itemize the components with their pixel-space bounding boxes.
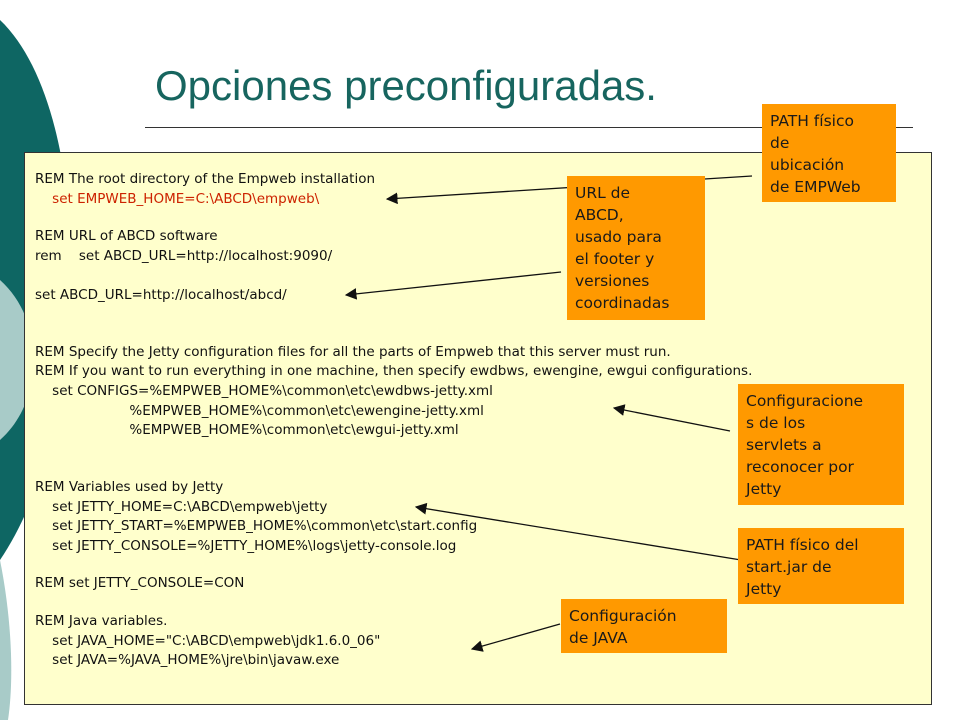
callout-servlets: Configuracione s de los servlets a recon… [738, 384, 904, 505]
config-code-panel: REM The root directory of the Empweb ins… [24, 152, 932, 705]
code-line: set JAVA=%JAVA_HOME%\jre\bin\javaw.exe [35, 652, 340, 668]
callout-path-empweb: PATH físico de ubicación de EMPWeb [762, 104, 896, 202]
code-line: %EMPWEB_HOME%\common\etc\ewgui-jetty.xml [35, 422, 459, 438]
title-divider [145, 127, 913, 128]
callout-path-jetty: PATH físico del start.jar de Jetty [738, 528, 904, 604]
code-line: REM Java variables. [35, 613, 168, 629]
code-line: set EMPWEB_HOME=C:\ABCD\empweb\ [35, 191, 320, 207]
callout-url-abcd: URL de ABCD, usado para el footer y vers… [567, 176, 705, 320]
code-line: set ABCD_URL=http://localhost/abcd/ [35, 287, 287, 303]
code-line: set JAVA_HOME="C:\ABCD\empweb\jdk1.6.0_0… [35, 633, 381, 649]
code-line: set JETTY_CONSOLE=%JETTY_HOME%\logs\jett… [35, 538, 457, 554]
code-line: set JETTY_START=%EMPWEB_HOME%\common\etc… [35, 518, 478, 534]
code-line: set JETTY_HOME=C:\ABCD\empweb\jetty [35, 499, 328, 515]
code-line: set CONFIGS=%EMPWEB_HOME%\common\etc\ewd… [35, 383, 493, 399]
code-line: rem set ABCD_URL=http://localhost:9090/ [35, 248, 333, 264]
code-line: %EMPWEB_HOME%\common\etc\ewengine-jetty.… [35, 403, 484, 419]
code-line: REM The root directory of the Empweb ins… [35, 171, 376, 187]
code-line: REM Variables used by Jetty [35, 479, 224, 495]
slide-title: Opciones preconfiguradas. [155, 62, 657, 109]
callout-java: Configuración de JAVA [561, 599, 727, 653]
code-line: REM Specify the Jetty configuration file… [35, 344, 671, 360]
code-line: REM set JETTY_CONSOLE=CON [35, 575, 245, 591]
code-line: REM URL of ABCD software [35, 228, 218, 244]
code-line: REM If you want to run everything in one… [35, 363, 753, 379]
